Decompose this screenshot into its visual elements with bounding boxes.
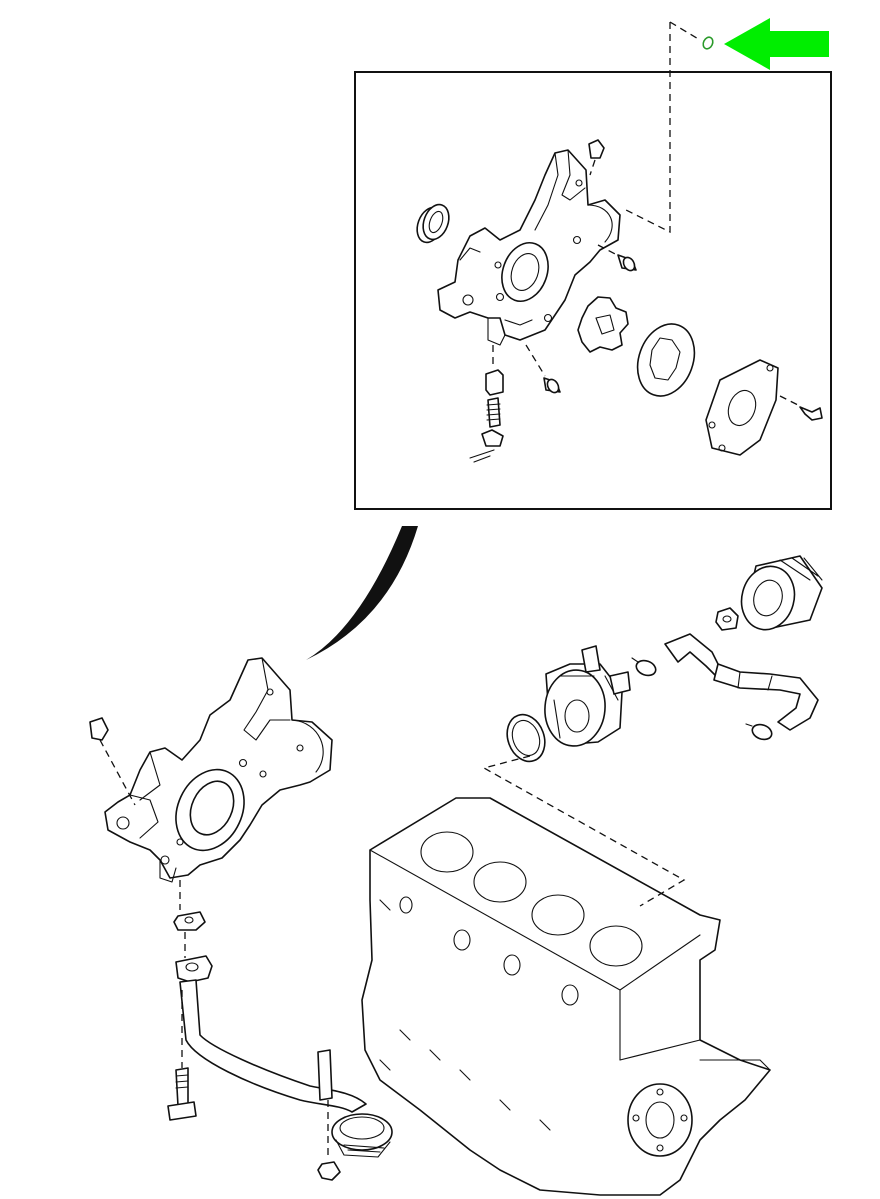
detail-screw (779, 395, 823, 421)
detail-callout-pointer (306, 526, 418, 660)
engine-block (361, 797, 771, 1196)
highlighted-o-ring[interactable] (701, 36, 714, 51)
hose-clamp-upper (631, 657, 657, 677)
oil-cooler-hose (664, 633, 819, 731)
detail-dowel-pin-upper (597, 244, 637, 272)
arrow-left-icon (724, 18, 829, 70)
detail-inset-frame (354, 71, 832, 510)
detail-plug-cap (588, 139, 605, 176)
detail-inner-gear (577, 296, 629, 353)
filter-nut (715, 607, 739, 631)
strainer-bolt (167, 990, 197, 1121)
oil-strainer (175, 955, 393, 1158)
detail-pump-cover (705, 359, 779, 456)
oil-cooler (544, 645, 631, 747)
oil-filter (740, 555, 823, 631)
detail-oil-pump-housing (437, 149, 621, 346)
oil-cooler-o-ring (506, 713, 546, 763)
cooler-leader-line (482, 755, 686, 907)
hose-clamp-lower (745, 723, 773, 741)
detail-dowel-pin-lower (525, 344, 561, 394)
o-ring-leader-line (625, 21, 701, 234)
detail-relief-valve-parts (469, 345, 504, 463)
oil-pump-plug-cap (89, 717, 136, 806)
strainer-gasket (173, 911, 206, 931)
detail-outer-gear (636, 323, 696, 397)
o-ring-icon[interactable] (701, 36, 714, 51)
strainer-nut (317, 1100, 341, 1181)
oil-pump-housing (104, 657, 333, 883)
detail-oil-seal (416, 203, 450, 244)
